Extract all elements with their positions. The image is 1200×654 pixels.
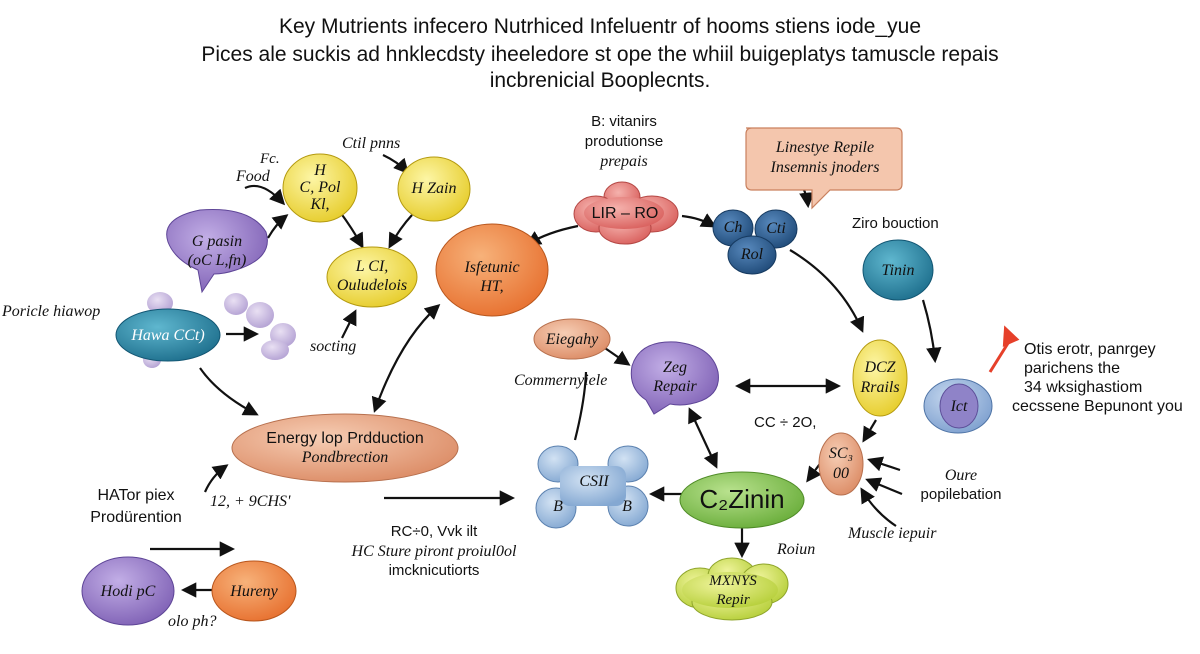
csii-b-left: B [553, 498, 563, 515]
arrow-oure-to-sc-1 [867, 456, 901, 472]
gpasin-label: G pasin(oC L,fn) [187, 233, 247, 269]
cc20-label: CC ÷ 2O, [754, 414, 817, 431]
arrow-hator-to-energy [203, 464, 229, 493]
hzain-label: H Zain [411, 180, 457, 197]
cluster-bead-1 [147, 292, 173, 314]
diagram-title-line1: Key Mutrients infecero Nutrhiced Infelue… [278, 15, 921, 38]
csii-b-right: B [622, 498, 632, 515]
arrow-hzain-to-lci [388, 214, 413, 249]
fc-label: Fc. [260, 151, 280, 167]
rol-label: Rol [740, 246, 764, 263]
lirro-node [573, 181, 679, 245]
hzain-node [397, 156, 471, 222]
lci-label: L CI,Ouludelois [336, 258, 408, 294]
csii-node [535, 445, 649, 529]
ch-label: Ch [723, 219, 743, 236]
red-arrow-head [1002, 325, 1020, 347]
lirro-label: LIR – RO [591, 205, 659, 222]
isfetunic-node [435, 223, 549, 317]
food-label: Food [236, 168, 270, 185]
line-csii-to-commer [573, 371, 588, 441]
arrow-gpasin-to-cpol [267, 214, 289, 239]
arrow-rol-to-dcz [789, 249, 865, 333]
arrow-lirro-to-ch [681, 213, 717, 228]
czinin-label: C₂Zinin [699, 484, 785, 514]
roiun-label: Roiun [777, 541, 816, 558]
arrow-zeg-to-czinin [688, 407, 718, 469]
hureny-label: Hureny [230, 583, 278, 600]
tinin-label: Tinin [881, 262, 915, 279]
muscle-label: Muscle iepuir [848, 525, 937, 542]
arrow-hawa-to-energy [199, 367, 259, 416]
dcz-node [852, 339, 908, 417]
zeg-node [630, 341, 719, 415]
tinin-node [862, 239, 934, 301]
czinin-node [679, 471, 805, 529]
cti-label: Cti [766, 220, 786, 237]
arrow-socting-to-lci [341, 309, 357, 339]
hodi-label: Hodi pC [100, 583, 156, 600]
hawa-node [115, 308, 221, 362]
porticle-label: Poricle hiawop [2, 303, 101, 320]
lci-node [326, 246, 418, 308]
eiegahy-label: Eiegahy [545, 331, 599, 348]
socting-label: socting [310, 338, 357, 355]
sc-node [818, 432, 864, 496]
cti-node [754, 209, 798, 249]
arrow-tinin-to-ict [921, 299, 942, 364]
eiegahy-node [533, 318, 611, 360]
diagram-title-line2: Pices ale suckis ad hnklecdsty iheeledor… [201, 43, 999, 66]
hawa-label: Hawa CCt) [131, 327, 205, 344]
arrow-muscle-to-sc [860, 487, 897, 527]
ziro-label: Ziro bouction [852, 215, 939, 232]
cpol-node [282, 153, 358, 223]
hureny-node [211, 560, 297, 622]
hodi-node [81, 556, 175, 626]
cluster-bead-5 [261, 340, 289, 360]
callout-box [745, 127, 903, 210]
arrow-food-to-cpol [244, 184, 286, 206]
commer-label: Commernyiele [514, 372, 608, 389]
rol-node [727, 235, 777, 275]
olo-label: olo ph? [168, 613, 217, 630]
ict-label: Ict [950, 398, 968, 415]
gpasin-node [166, 208, 268, 294]
diagram-title-line3: incbrenicial Booplecnts. [489, 69, 711, 92]
arrow-eiegahy-to-zeg [601, 345, 631, 366]
mxnys-node [675, 557, 789, 621]
ict-inner [939, 383, 979, 429]
arrow-oure-to-sc-2 [865, 477, 903, 496]
num-label: 12, + 9CHS' [210, 493, 291, 510]
csii-label: CSII [579, 473, 609, 490]
ctil-label: Ctil pnns [342, 135, 401, 152]
energy-node [231, 413, 459, 483]
red-arrow-line [988, 339, 1012, 373]
arrow-energy-to-isfetunic [371, 303, 441, 413]
arrow-ctil-to-hzain [382, 154, 410, 175]
arrow-cpol-to-lci [339, 211, 364, 249]
cluster-bead-2 [224, 293, 248, 315]
otis-label-last: cecssene Bepunont you [1012, 398, 1183, 415]
cluster-bead-3 [246, 302, 274, 328]
arrow-dcz-to-sc [862, 419, 877, 443]
